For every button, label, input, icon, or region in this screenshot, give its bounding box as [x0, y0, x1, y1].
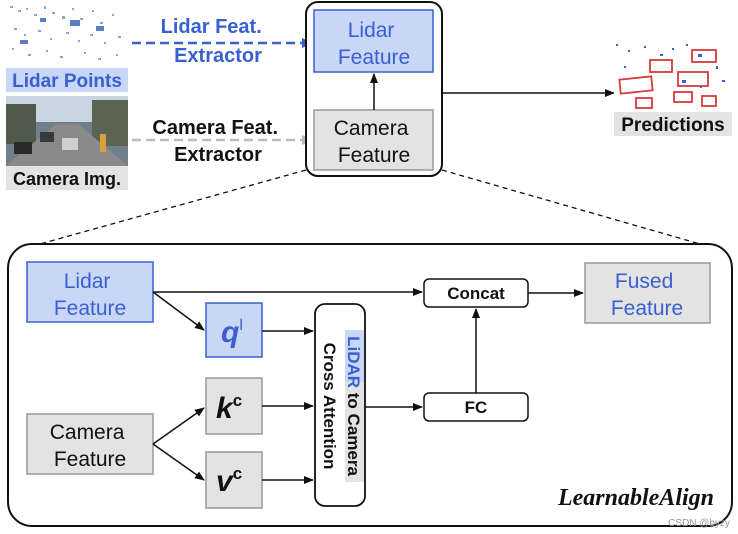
- cross-attention-line2: Cross Attention: [320, 343, 339, 470]
- camera-to-key-arrow: [152, 407, 205, 445]
- top-camera-feature-label: Camera Feature: [334, 117, 415, 167]
- lidar-points-thumbnail: Lidar Points: [6, 2, 128, 92]
- learnable-align-container: [7, 243, 733, 527]
- camera-feature-box: [26, 413, 154, 475]
- camera-to-value-arrow: [152, 443, 205, 481]
- fused-feature-label: Fused Feature: [611, 270, 683, 320]
- query-label: ql: [221, 316, 243, 349]
- concat-label: Concat: [447, 284, 505, 303]
- predictions-label: Predictions: [621, 115, 724, 136]
- svg-text:LiDAR to Camera: LiDAR to Camera: [344, 336, 363, 476]
- value-box: [205, 451, 263, 509]
- top-camera-feature-box: [313, 109, 434, 171]
- top-lidar-feature-box: [313, 9, 434, 73]
- top-lidar-feature-label: Lidar Feature: [338, 19, 410, 69]
- camera-image-thumbnail: Camera Img.: [6, 96, 128, 190]
- camera-extractor-label: Camera Feat. Extractor: [152, 117, 283, 166]
- zoom-line-right: [441, 169, 701, 245]
- svg-text:Cross Attention: Cross Attention: [320, 343, 339, 470]
- lidar-points-label: Lidar Points: [12, 71, 122, 92]
- key-box: [205, 377, 263, 435]
- camera-feature-label: Camera Feature: [50, 421, 131, 471]
- lidar-extractor-label: Lidar Feat. Extractor: [161, 16, 268, 67]
- learnable-align-title: LearnableAlign: [557, 485, 714, 511]
- cross-attention-lidar-highlight: [345, 330, 364, 382]
- fused-feature-box: [584, 262, 711, 324]
- predictions-thumbnail: Predictions: [614, 40, 732, 136]
- key-label: kc: [216, 391, 242, 425]
- zoom-line-left: [39, 169, 307, 245]
- lidar-to-query-arrow: [152, 291, 205, 331]
- value-label: vc: [216, 464, 242, 498]
- watermark: CSDN @byzy: [668, 518, 730, 529]
- query-box: [205, 302, 263, 358]
- cross-attention-line1: LiDAR to Camera: [344, 336, 363, 476]
- fc-label: FC: [465, 398, 488, 417]
- lidar-feature-label: Lidar Feature: [54, 270, 126, 320]
- camera-img-label: Camera Img.: [13, 169, 121, 189]
